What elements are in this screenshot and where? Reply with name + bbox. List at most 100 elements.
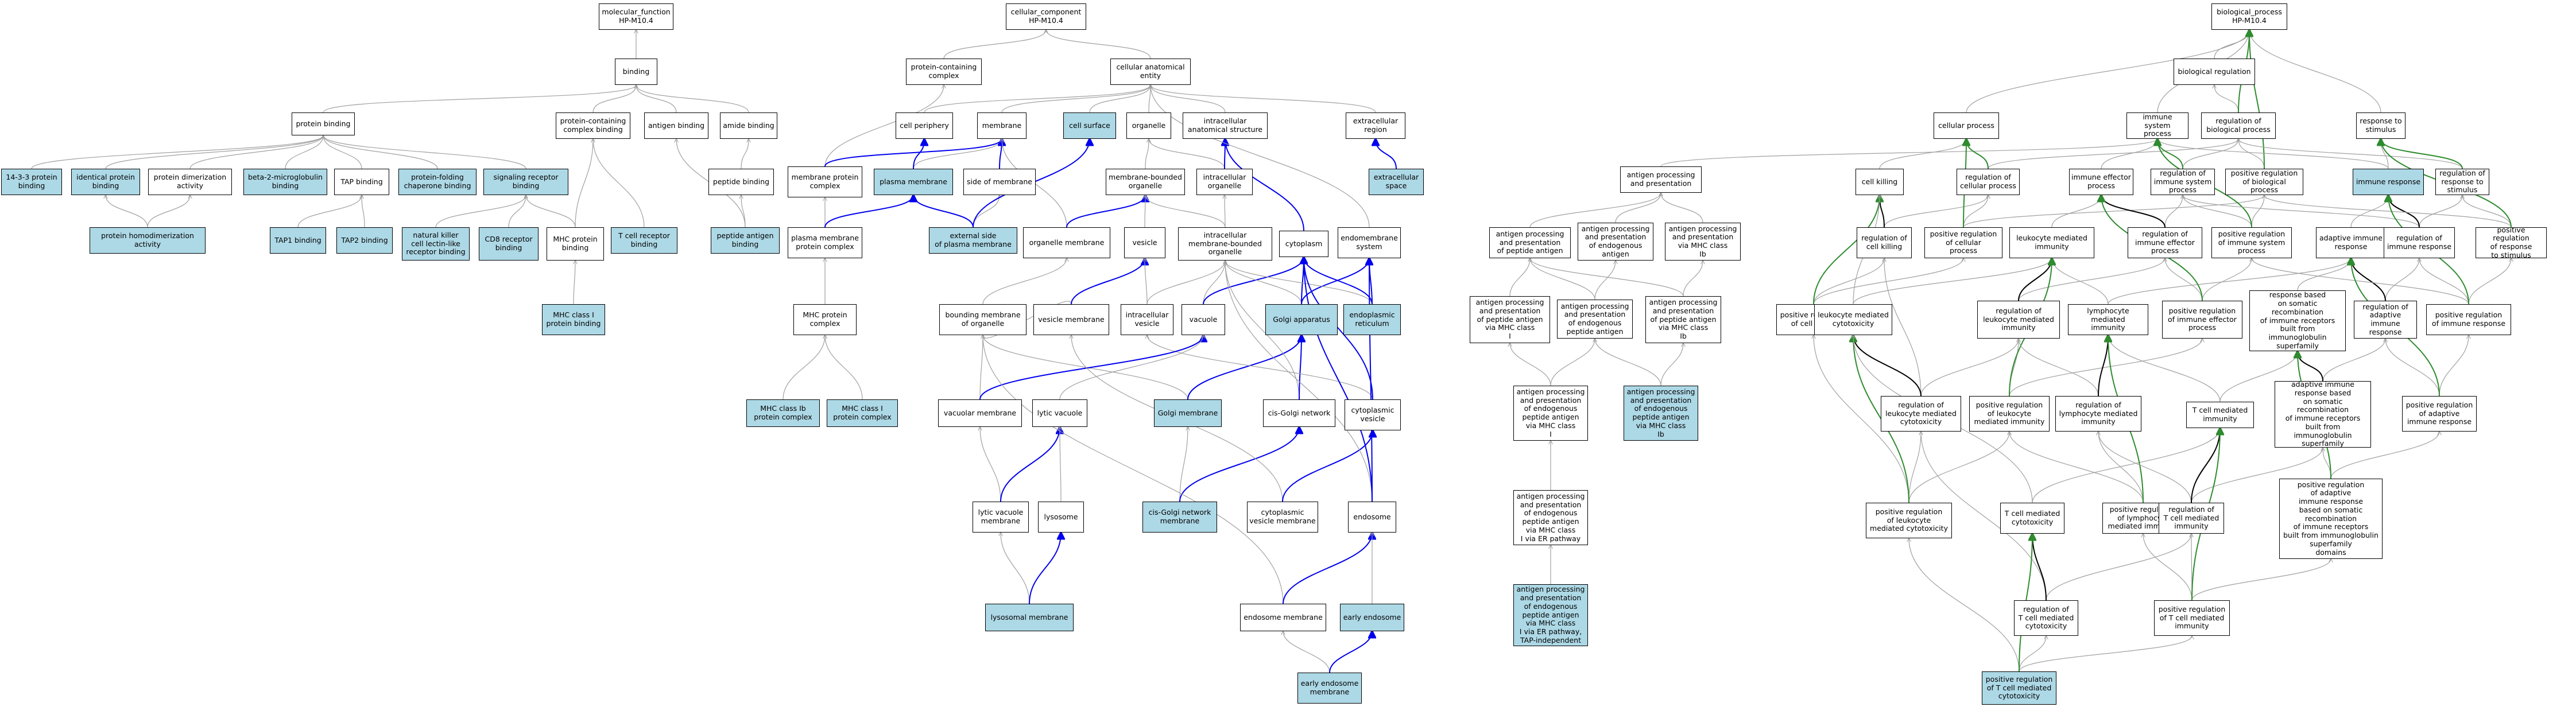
app_endo_mhc1[interactable]: antigen processing and presentation of e…	[1513, 386, 1588, 441]
intra_org[interactable]: intracellular organelle	[1196, 169, 1253, 195]
dimerization[interactable]: protein dimerization activity	[148, 169, 232, 195]
protein_binding[interactable]: protein binding	[292, 112, 355, 135]
cell_killing[interactable]: cell killing	[1856, 169, 1904, 195]
mbo[interactable]: membrane-bounded organelle	[1106, 169, 1185, 195]
lytic_vacuole[interactable]: lytic vacuole	[1032, 399, 1087, 427]
pos_reg_iep[interactable]: positive regulation of immune effector p…	[2162, 301, 2242, 339]
app_endo[interactable]: antigen processing and presentation of e…	[1578, 223, 1653, 261]
app_mhc1b[interactable]: antigen processing and presentation via …	[1665, 223, 1741, 261]
chaperone[interactable]: protein-folding chaperone binding	[398, 169, 477, 195]
pos_reg_rs[interactable]: positive regulation of response to stimu…	[2476, 227, 2547, 258]
tap1[interactable]: TAP1 binding	[270, 227, 326, 254]
vac_membrane[interactable]: vacuolar membrane	[938, 399, 1022, 427]
tcmc[interactable]: T cell mediated cytotoxicity	[2000, 503, 2064, 534]
mhc1b[interactable]: MHC class Ib protein complex	[746, 399, 820, 427]
air[interactable]: adaptive immune response	[2316, 227, 2386, 258]
eem[interactable]: early endosome membrane	[1297, 673, 1362, 704]
tap_binding[interactable]: TAP binding	[334, 169, 389, 195]
mhc1_pb[interactable]: MHC class I protein binding	[542, 304, 605, 335]
ias[interactable]: intracellular anatomical structure	[1183, 112, 1268, 139]
reg_lmi[interactable]: regulation of leukocyte mediated immunit…	[1977, 301, 2060, 339]
pm_pc[interactable]: plasma membrane protein complex	[788, 227, 862, 258]
reg_tcmi[interactable]: regulation of T cell mediated immunity	[2159, 503, 2224, 534]
app_pep_mhc1[interactable]: antigen processing and presentation of p…	[1470, 296, 1550, 343]
lmi[interactable]: leukocyte mediated immunity	[2009, 227, 2094, 258]
intra_vesicle[interactable]: intracellular vesicle	[1121, 304, 1173, 335]
app_tap[interactable]: antigen processing and presentation of e…	[1513, 584, 1588, 646]
membrane[interactable]: membrane	[977, 112, 1026, 139]
mhc1[interactable]: MHC class I protein complex	[827, 399, 898, 427]
immune_response[interactable]: immune response	[2353, 169, 2424, 195]
antigen_binding[interactable]: antigen binding	[644, 112, 708, 139]
golgi[interactable]: Golgi apparatus	[1265, 304, 1338, 335]
reg_ir[interactable]: regulation of immune response	[2384, 227, 2455, 258]
homodimer[interactable]: protein homodimerization activity	[90, 227, 206, 254]
tcr[interactable]: T cell receptor binding	[611, 227, 677, 254]
pos_reg_tcmc[interactable]: positive regulation of T cell mediated c…	[1982, 671, 2056, 705]
pos_reg_air[interactable]: positive regulation of adaptive immune r…	[2402, 396, 2477, 432]
b2m[interactable]: beta-2-microglobulin binding	[243, 169, 327, 195]
app_pep[interactable]: antigen processing and presentation of p…	[1489, 227, 1571, 258]
pc_binding[interactable]: protein-containing complex binding	[556, 112, 630, 139]
peptide_antigen[interactable]: peptide antigen binding	[711, 227, 780, 254]
imbo[interactable]: intracellular membrane-bounded organelle	[1178, 227, 1272, 261]
reg_rs[interactable]: regulation of response to stimulus	[2435, 169, 2489, 195]
b1433[interactable]: 14-3-3 protein binding	[1, 169, 62, 195]
pcc[interactable]: protein-containing complex	[906, 59, 982, 85]
pos_reg_bp[interactable]: positive regulation of biological proces…	[2225, 169, 2303, 195]
app_endo_mhc1b[interactable]: antigen processing and presentation of e…	[1624, 386, 1698, 441]
pos_reg_ir[interactable]: positive regulation of immune response	[2426, 304, 2511, 335]
app_pep_mhc1b[interactable]: antigen processing and presentation of p…	[1645, 296, 1721, 343]
tcmi[interactable]: T cell mediated immunity	[2186, 402, 2254, 428]
vesicle_membrane[interactable]: vesicle membrane	[1033, 304, 1109, 335]
nk_lectin[interactable]: natural killer cell lectin-like receptor…	[402, 227, 470, 261]
side_membrane[interactable]: side of membrane	[963, 169, 1036, 195]
pos_reg_lmi[interactable]: positive regulation of leukocyte mediate…	[1969, 396, 2050, 432]
er[interactable]: endoplasmic reticulum	[1343, 304, 1401, 335]
early_endo[interactable]: early endosome	[1340, 604, 1404, 631]
pos_reg_air_somatic[interactable]: positive regulation of adaptive immune r…	[2279, 479, 2383, 559]
reg_lymph_mi[interactable]: regulation of lymphocyte mediated immuni…	[2055, 396, 2141, 432]
tap2[interactable]: TAP2 binding	[336, 227, 393, 254]
reg_tcmc[interactable]: regulation of T cell mediated cytotoxici…	[2014, 600, 2078, 636]
endo_membrane[interactable]: endosome membrane	[1240, 604, 1326, 631]
cellular_process[interactable]: cellular process	[1934, 112, 1999, 139]
lvm[interactable]: lytic vacuole membrane	[973, 502, 1029, 533]
cytoplasm[interactable]: cytoplasm	[1279, 231, 1328, 257]
reg_ck[interactable]: regulation of cell killing	[1857, 227, 1912, 258]
cyt_vesicle[interactable]: cytoplasmic vesicle	[1345, 399, 1401, 430]
mf_root[interactable]: molecular_function HP-M10.4	[599, 3, 673, 30]
iep[interactable]: immune effector process	[2069, 169, 2133, 195]
cgn_membrane[interactable]: cis-Golgi network membrane	[1142, 502, 1217, 533]
resp_stim[interactable]: response to stimulus	[2356, 112, 2405, 139]
bmo[interactable]: bounding membrane of organelle	[939, 304, 1026, 335]
reg_iep[interactable]: regulation of immune effector process	[2128, 227, 2202, 258]
plasma_membrane[interactable]: plasma membrane	[874, 169, 953, 195]
cc_root[interactable]: cellular_component HP-M10.4	[1006, 3, 1086, 30]
endosome[interactable]: endosome	[1348, 502, 1396, 533]
org_membrane[interactable]: organelle membrane	[1023, 227, 1110, 258]
pos_reg_lmc[interactable]: positive regulation of leukocyte mediate…	[1866, 503, 1952, 538]
cvm[interactable]: cytoplasmic vesicle membrane	[1247, 502, 1318, 533]
bp_root[interactable]: biological_process HP-M10.4	[2211, 3, 2287, 30]
sig_receptor[interactable]: signaling receptor binding	[483, 169, 568, 195]
extracellular_region[interactable]: extracellular region	[1346, 112, 1405, 139]
cae[interactable]: cellular anatomical entity	[1110, 59, 1191, 85]
organelle[interactable]: organelle	[1126, 112, 1171, 139]
app[interactable]: antigen processing and presentation	[1620, 166, 1702, 193]
identical_pb[interactable]: identical protein binding	[71, 169, 140, 195]
lys_membrane[interactable]: lysosomal membrane	[985, 604, 1074, 631]
reg_isp[interactable]: regulation of immune system process	[2151, 169, 2215, 195]
reg_lmc[interactable]: regulation of leukocyte mediated cytotox…	[1881, 396, 1961, 432]
reg_cp[interactable]: regulation of cellular process	[1957, 169, 2020, 195]
reg_air_somatic[interactable]: regulation of adaptive immune response b…	[2275, 381, 2371, 448]
lymph_mi[interactable]: lymphocyte mediated immunity	[2068, 304, 2148, 335]
vesicle[interactable]: vesicle	[1124, 227, 1165, 258]
reg_air[interactable]: regulation of adaptive immune response	[2354, 301, 2417, 339]
bio_reg[interactable]: biological regulation	[2174, 59, 2255, 85]
ext_side_pm[interactable]: external side of plasma membrane	[929, 227, 1017, 254]
cell_surface[interactable]: cell surface	[1063, 112, 1116, 139]
app_er[interactable]: antigen processing and presentation of e…	[1513, 490, 1588, 545]
cell_periphery[interactable]: cell periphery	[896, 112, 953, 139]
mhc_pb[interactable]: MHC protein binding	[547, 227, 604, 261]
